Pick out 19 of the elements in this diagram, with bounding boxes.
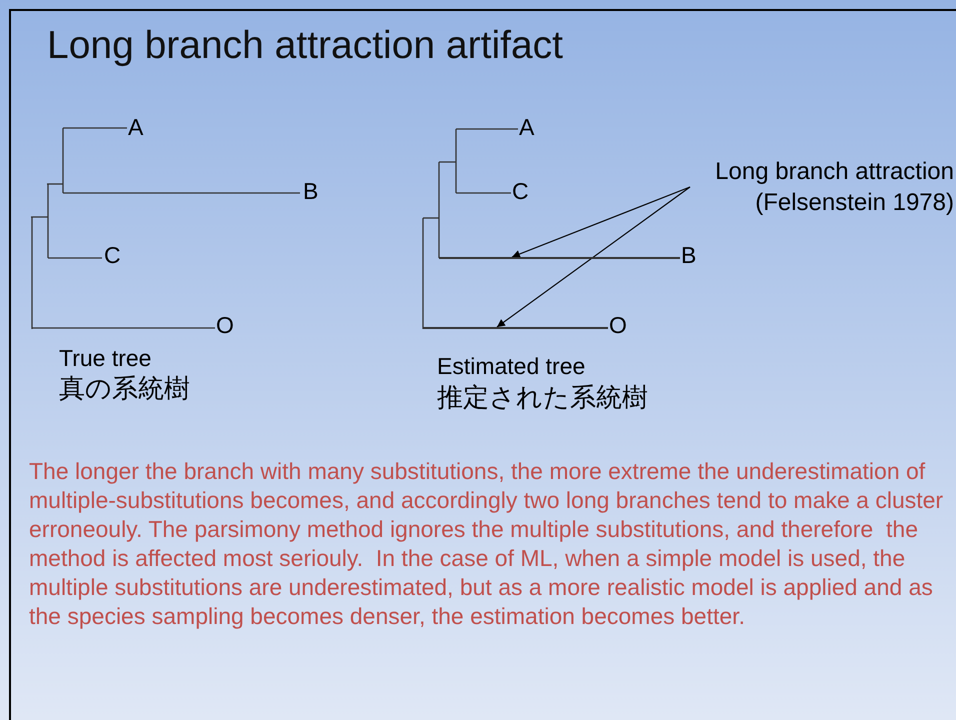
slide-title: Long branch attraction artifact [47,24,563,68]
arrow [512,186,690,258]
leaf-label: C [512,178,529,205]
tree-caption: True tree [59,345,152,372]
branch-line [423,327,608,329]
leaf-label: O [609,312,627,339]
leaf-label: A [128,114,144,141]
arrow [496,186,690,328]
tree-caption: 真の系統樹 [59,372,190,405]
tree-caption: Estimated tree [437,353,586,380]
leaf-label: A [519,114,534,141]
leaf-label: B [303,178,318,205]
leaf-label: O [216,312,234,339]
callout-text: Long branch attraction (Felsenstein 1978) [690,156,954,218]
branch-line [439,257,680,259]
body-text: The longer the branch with many substitutions, the more extreme the underestimation of multiple-substitutions becomes, and accordingly two long branches tend to make a cluster erroneouly. The parsimony method ignores the multiple substitutions, and therefore the method is affected most seriouly. In the case of ML, when a simple model is used, the multiple substitutions are underestimated, but as a more realistic model is applied and as the species sampling becomes denser, the estimation becomes better. [29,457,944,631]
leaf-label: B [681,242,696,269]
tree-caption: 推定された系統樹 [437,381,648,414]
leaf-label: C [104,242,121,269]
